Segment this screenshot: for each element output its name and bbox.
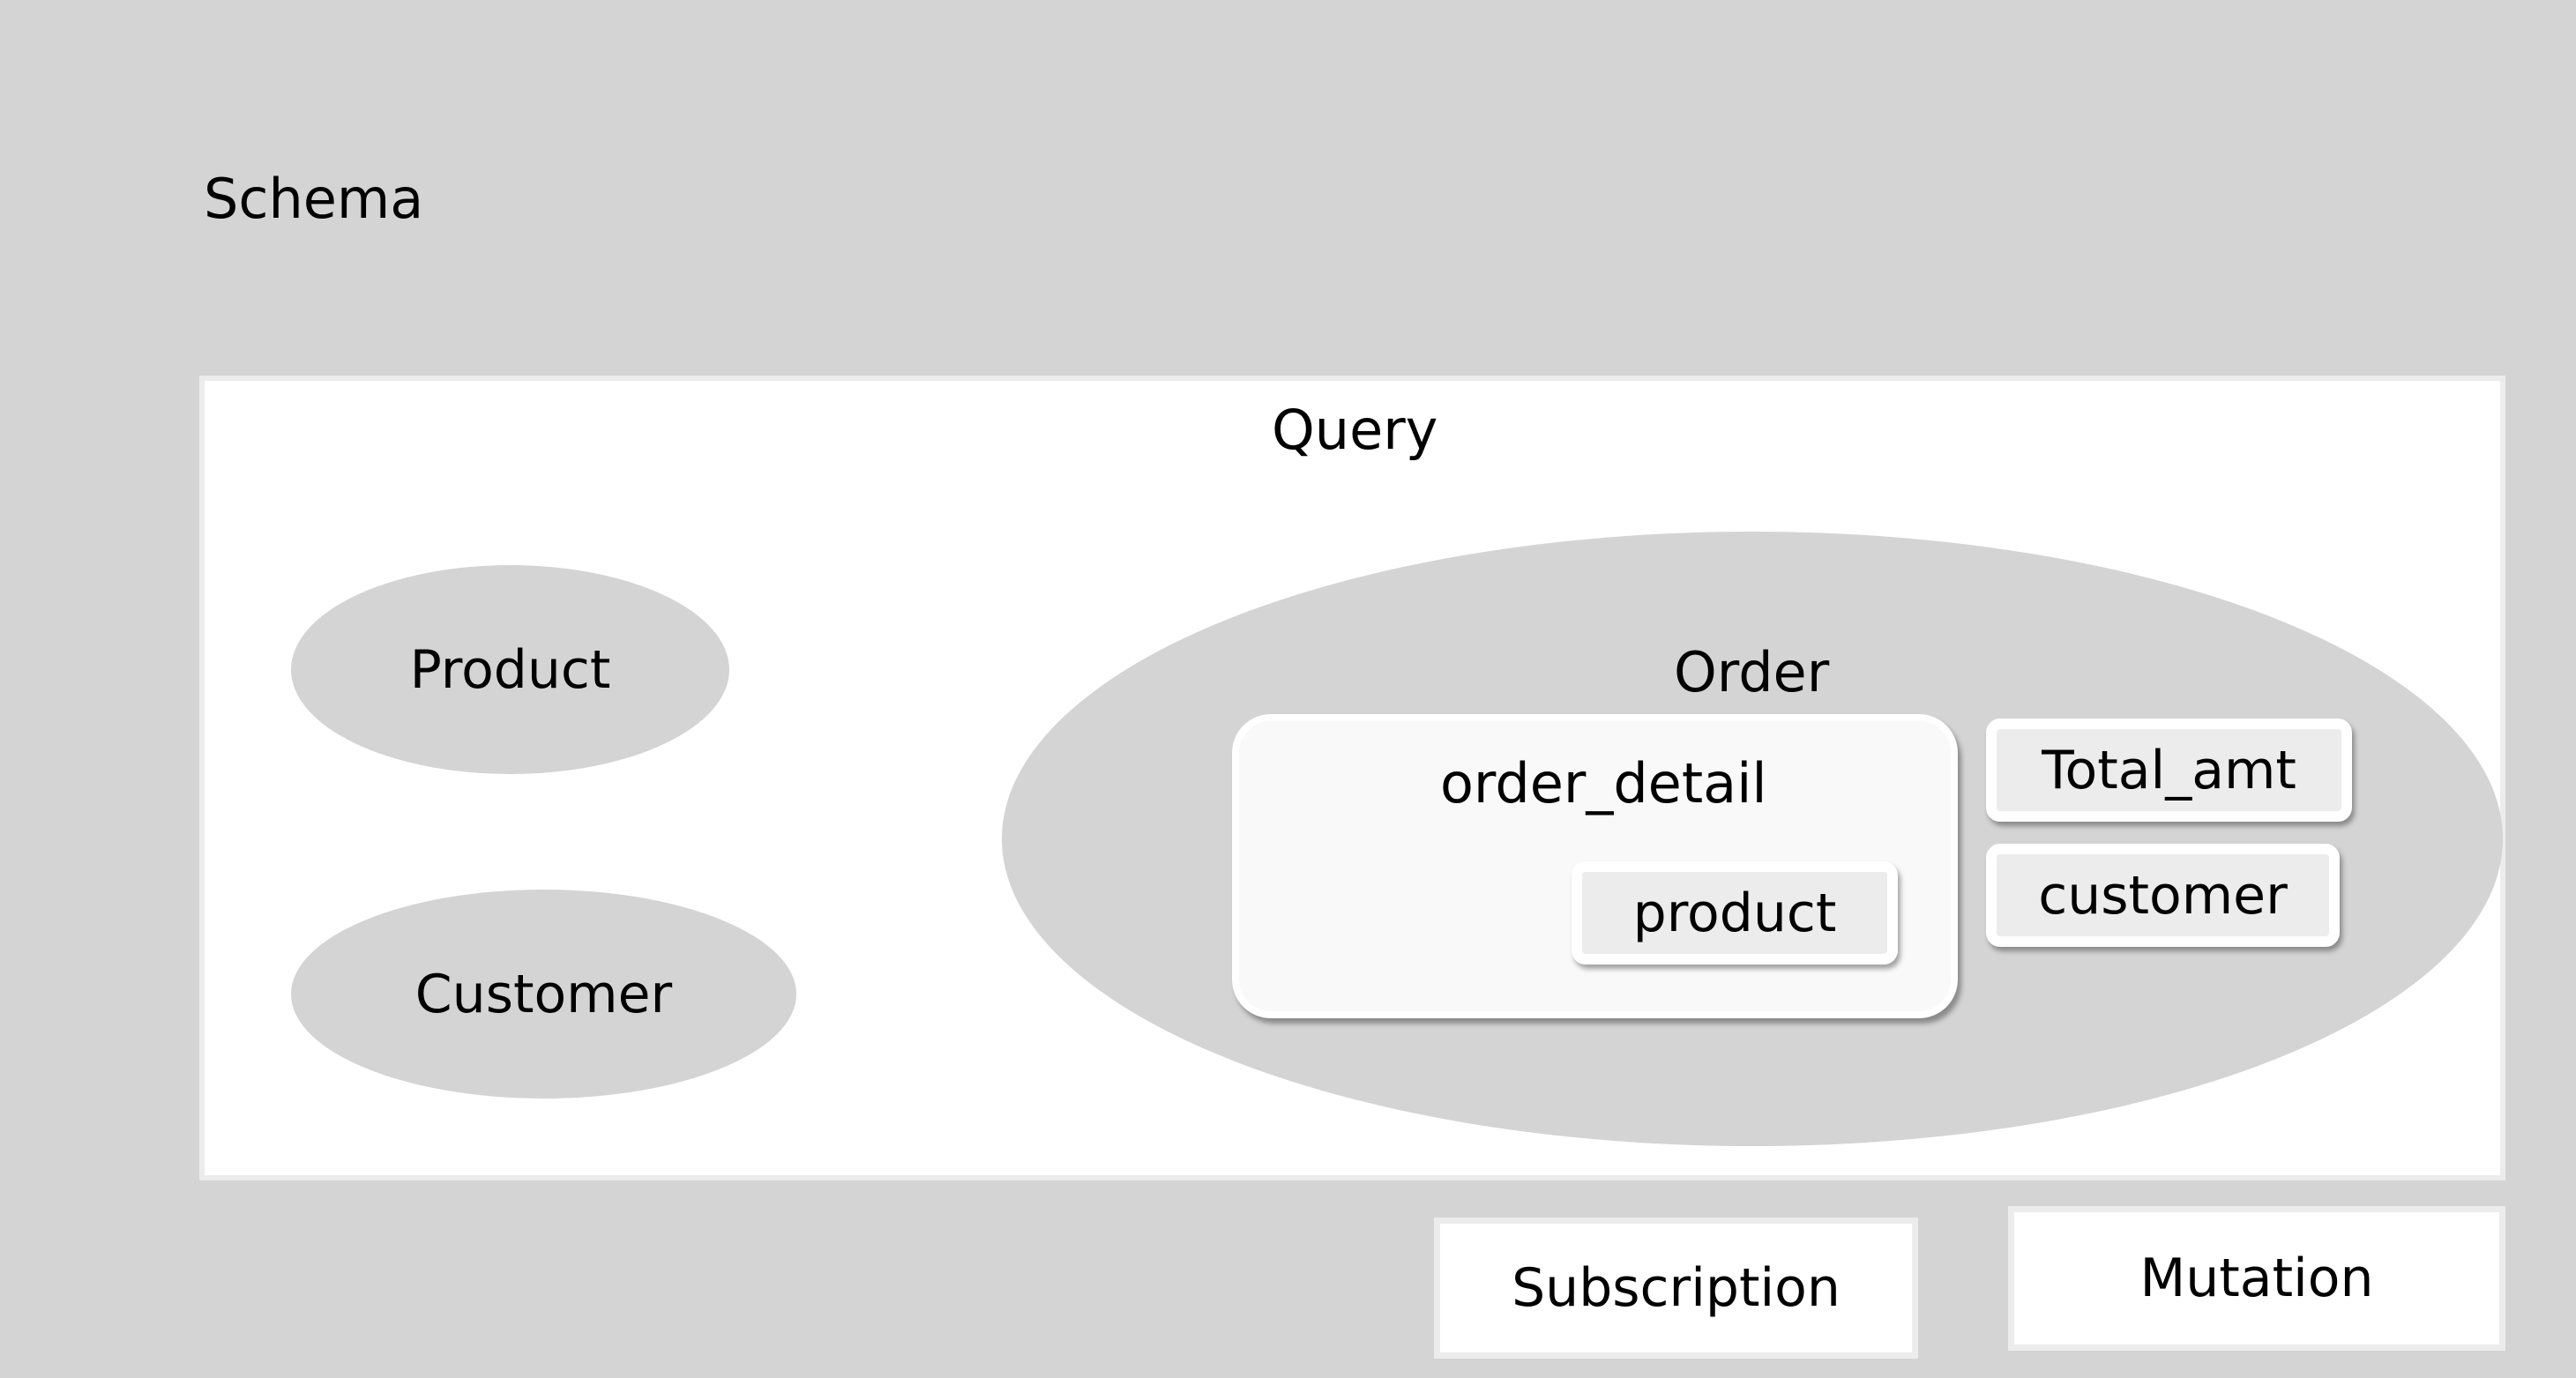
mutation-box: Mutation <box>2008 1206 2505 1351</box>
product-type-label: Product <box>409 638 611 701</box>
query-title: Query <box>1272 398 1438 462</box>
customer-field-chip: customer <box>1986 844 2340 947</box>
total-amt-field-label: Total_amt <box>2042 739 2296 801</box>
product-field-label: product <box>1632 882 1837 944</box>
order-type-label: Order <box>1674 640 1830 704</box>
order-detail-label: order_detail <box>1440 751 1767 816</box>
customer-field-label: customer <box>2038 864 2288 927</box>
customer-type-label: Customer <box>414 963 673 1025</box>
schema-title: Schema <box>204 167 424 231</box>
product-field-chip: product <box>1572 861 1898 965</box>
total-amt-field-chip: Total_amt <box>1986 719 2352 822</box>
mutation-label: Mutation <box>2139 1248 2374 1309</box>
product-type-node: Product <box>291 565 729 774</box>
subscription-label: Subscription <box>1512 1257 1841 1319</box>
customer-type-node: Customer <box>291 890 796 1099</box>
subscription-box: Subscription <box>1434 1218 1918 1359</box>
